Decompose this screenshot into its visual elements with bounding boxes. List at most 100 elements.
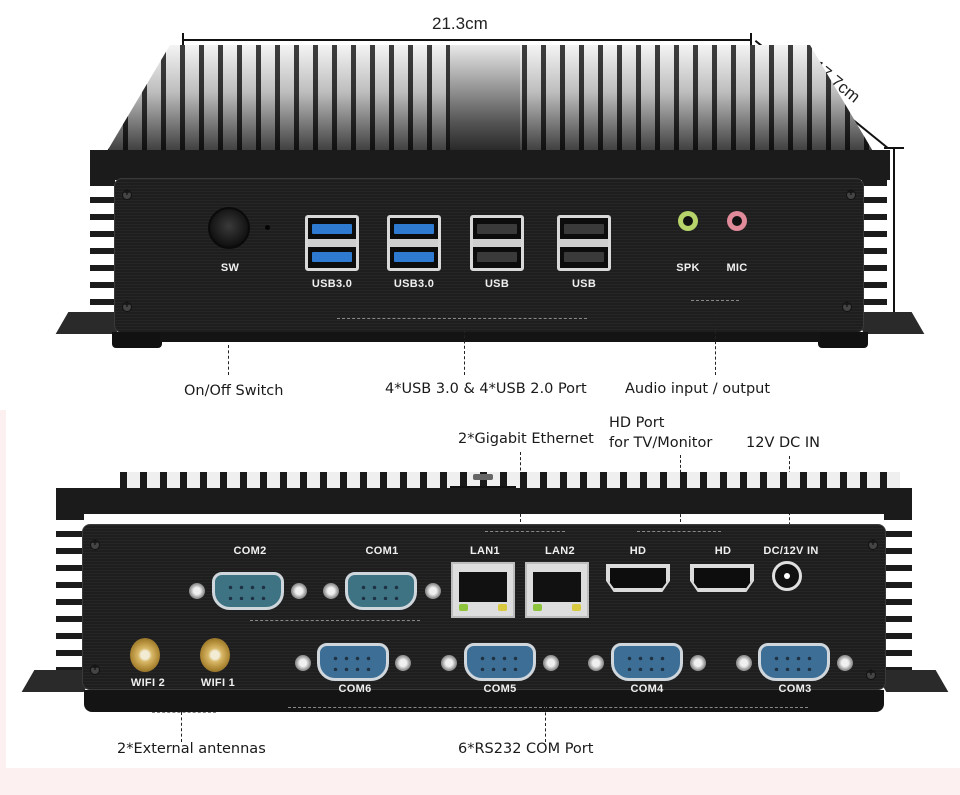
callout-power: On/Off Switch (184, 383, 284, 399)
screw-icon (122, 299, 132, 312)
usb3-port-pair[interactable] (305, 215, 359, 271)
screw-icon (868, 537, 878, 550)
hdmi1-port-slot (608, 566, 668, 590)
power-led (265, 225, 270, 230)
port-label-wifi2: WIFI 2 (130, 677, 166, 689)
heatsink-center-rail (450, 45, 520, 155)
foot-right (818, 332, 868, 348)
port-label-com1: COM1 (365, 545, 399, 557)
rear-left-fins (56, 514, 84, 686)
lan2-port[interactable] (525, 562, 589, 618)
hexnut-icon (394, 654, 412, 672)
rear-chassis-top (56, 488, 912, 514)
wifi2-antenna-connector[interactable] (130, 638, 160, 672)
dimension-height-tick-top (884, 147, 904, 149)
front-chassis-top (90, 150, 890, 180)
rear-rail-label (473, 474, 493, 480)
rear-chassis-bottom (84, 690, 884, 712)
callout-line-audio (715, 300, 716, 375)
com4-port[interactable] (611, 643, 683, 681)
port-label-usb2: USB (571, 278, 597, 290)
callout-line-antennas (181, 712, 182, 742)
hexnut-icon (735, 654, 753, 672)
hexnut-icon (440, 654, 458, 672)
callout-audio: Audio input / output (625, 381, 771, 397)
dimension-width-label: 21.3cm (432, 14, 488, 33)
screw-icon (90, 537, 100, 550)
port-label-com4: COM4 (630, 683, 664, 695)
front-chassis-bottom (160, 332, 820, 342)
usb2-port-pair[interactable] (470, 215, 524, 271)
hexnut-icon (290, 582, 308, 600)
port-label-hd1: HD (629, 545, 647, 557)
lan-group-bracket (485, 531, 565, 532)
com12-group-bracket (250, 620, 420, 621)
power-button[interactable] (208, 207, 250, 249)
hexnut-icon (294, 654, 312, 672)
port-label-lan2: LAN2 (545, 545, 575, 557)
front-left-fins (90, 180, 115, 325)
usb3-port-pair[interactable] (387, 215, 441, 271)
speaker-jack[interactable] (678, 211, 698, 231)
rear-right-fins (884, 514, 912, 686)
com3-port[interactable] (758, 643, 830, 681)
callout-line-com (545, 707, 546, 742)
hexnut-icon (188, 582, 206, 600)
foot-left (112, 332, 162, 348)
callout-com: 6*RS232 COM Port (458, 741, 594, 757)
com2-port[interactable] (212, 572, 284, 610)
port-label-wifi1: WIFI 1 (200, 677, 236, 689)
callout-hd-line1: HD Port (609, 415, 665, 431)
hexnut-icon (836, 654, 854, 672)
screw-icon (122, 187, 132, 200)
screw-icon (842, 299, 852, 312)
callout-ethernet: 2*Gigabit Ethernet (458, 431, 594, 447)
port-label-usb3: USB3.0 (311, 278, 353, 290)
background-border-left (0, 410, 6, 770)
callout-line-power (228, 345, 229, 375)
dc-power-jack[interactable] (772, 561, 802, 591)
com6-port[interactable] (317, 643, 389, 681)
port-label-com3: COM3 (778, 683, 812, 695)
port-label-mic: MIC (726, 262, 748, 274)
com-group-bracket (288, 707, 808, 708)
port-label-dc: DC/12V IN (763, 545, 819, 557)
port-label-hd2: HD (714, 545, 732, 557)
hexnut-icon (322, 582, 340, 600)
usb-group-bracket (337, 318, 587, 319)
lan1-port[interactable] (451, 562, 515, 618)
port-label-spk: SPK (676, 262, 700, 274)
hd-group-bracket (637, 531, 721, 532)
hexnut-icon (424, 582, 442, 600)
port-label-usb2: USB (484, 278, 510, 290)
com5-port[interactable] (464, 643, 536, 681)
callout-antennas: 2*External antennas (117, 741, 266, 757)
dimension-width-tick-right (750, 33, 752, 47)
callout-usb: 4*USB 3.0 & 4*USB 2.0 Port (385, 381, 587, 397)
dimension-width-line (182, 39, 752, 41)
port-label-com5: COM5 (483, 683, 517, 695)
mic-jack[interactable] (727, 211, 747, 231)
hexnut-icon (542, 654, 560, 672)
dimension-height-line (893, 148, 895, 330)
front-right-fins (862, 180, 887, 325)
callout-hd-line2: for TV/Monitor (609, 435, 713, 451)
usb2-port-pair[interactable] (557, 215, 611, 271)
port-label-com2: COM2 (233, 545, 267, 557)
background-band-bottom (0, 768, 960, 795)
screw-icon (866, 667, 876, 680)
screw-icon (90, 662, 100, 675)
hexnut-icon (689, 654, 707, 672)
callout-dc: 12V DC IN (746, 435, 821, 451)
port-label-usb3: USB3.0 (393, 278, 435, 290)
port-label-sw: SW (220, 262, 240, 274)
screw-icon (846, 187, 856, 200)
hexnut-icon (587, 654, 605, 672)
hdmi2-port-slot (692, 566, 752, 590)
port-label-lan1: LAN1 (470, 545, 500, 557)
callout-line-usb (464, 330, 465, 375)
wifi-group-bracket (152, 712, 216, 713)
wifi1-antenna-connector[interactable] (200, 638, 230, 672)
com1-port[interactable] (345, 572, 417, 610)
dimension-width-tick-left (182, 33, 184, 47)
